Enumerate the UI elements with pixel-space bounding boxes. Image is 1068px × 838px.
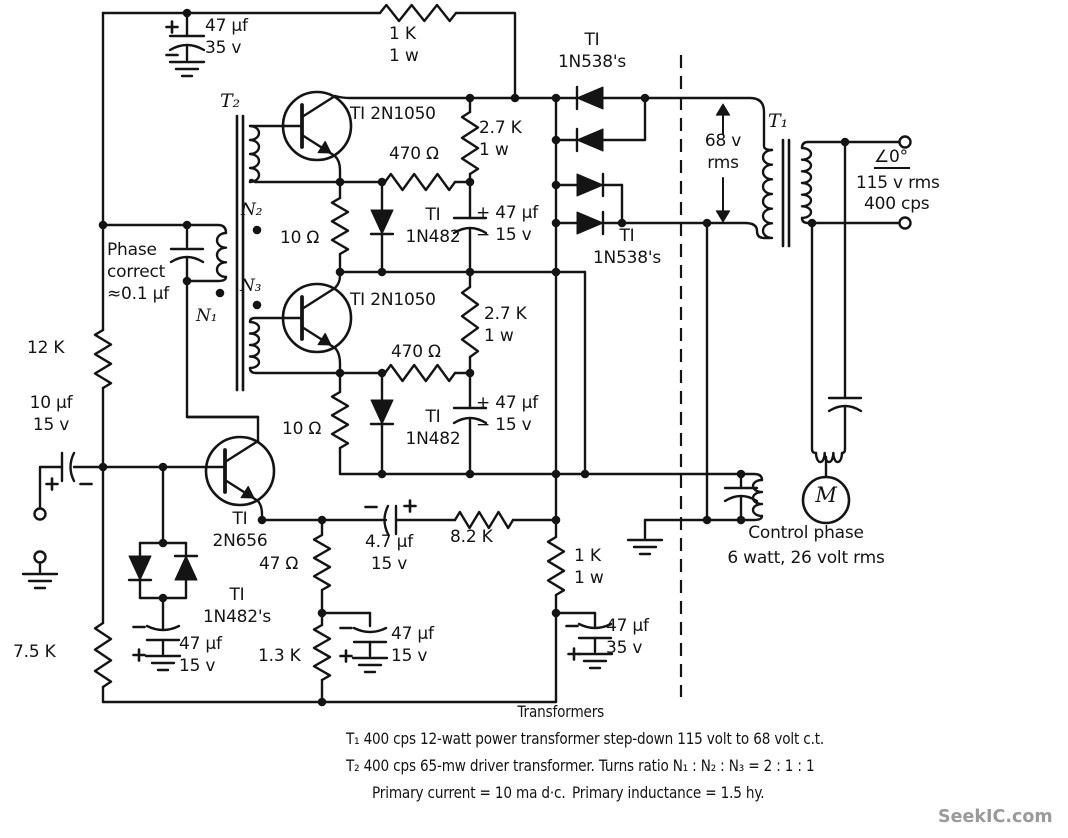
filter-cap-label: 47 μf 35 v: [205, 16, 248, 58]
input-coupling-cap-label: 10 μf 15 v: [29, 393, 73, 435]
q3-transistor-label: TI 2N656: [212, 509, 268, 551]
note-primary-inductance: Primary inductance = 1.5 hy.: [572, 783, 765, 802]
decouple-cap-label: 47 μf 35 v: [606, 616, 649, 658]
motor-symbol-label: M: [815, 483, 837, 507]
decouple-res-label: 1 K 1 w: [574, 546, 604, 588]
emitter-res-lower-label: 10 Ω: [282, 419, 322, 439]
diode-lower-label: TI 1N482: [405, 407, 461, 449]
emitter-res-upper-label: 10 Ω: [280, 228, 320, 248]
clamp-cap-label: 47 μf 15 v: [179, 634, 222, 676]
collector-res-lower-label: 2.7 K 1 w: [484, 304, 527, 346]
angle-value: ∠0°: [874, 147, 910, 169]
note-t2: T₂ 400 cps 65-mw driver transformer. Tur…: [346, 756, 815, 775]
base-res-lower-label: 470 Ω: [391, 342, 441, 362]
bias-upper-resistor-label: 12 K: [27, 338, 65, 358]
line-frequency-label: 400 cps: [864, 194, 930, 214]
watermark: SeekIC.com: [938, 807, 1053, 827]
control-phase-label-1: Control phase: [748, 523, 864, 543]
clamp-diodes-label: TI 1N482's: [202, 585, 272, 627]
note-primary-current: Primary current = 10 ma d·c.: [372, 783, 566, 802]
q2-transistor-label: TI 2N1050: [350, 290, 436, 310]
bypass-cap-lower-label: + 47 μf − 15 v: [476, 393, 539, 435]
bias-lower-resistor-label: 7.5 K: [13, 642, 56, 662]
bypass-cap-upper-label: + 47 μf − 15 v: [476, 203, 539, 245]
primary-voltage-label: 68 v rms: [704, 131, 742, 173]
n3-winding-label: N₃: [240, 276, 262, 296]
t2-transformer-label: T₂: [220, 90, 240, 112]
control-phase-label-2: 6 watt, 26 volt rms: [727, 548, 885, 568]
t1-transformer-label: T₁: [768, 110, 788, 132]
notes-title: Transformers: [517, 702, 605, 721]
base-res-upper-label: 470 Ω: [389, 144, 439, 164]
line-voltage-label: 115 v rms: [856, 173, 940, 193]
emitter-res-q3-label: 47 Ω: [259, 554, 299, 574]
phase-angle-label: ∠0°: [874, 147, 910, 169]
rect-diodes-top-label: TI 1N538's: [557, 30, 627, 72]
divider-cap-label: 47 μf 15 v: [391, 624, 434, 666]
feedback-res-label: 8.2 K: [450, 527, 493, 547]
divider-res-label: 1.3 K: [258, 646, 301, 666]
note-t1: T₁ 400 cps 12-watt power transformer ste…: [346, 729, 825, 748]
feedback-cap-label: 4.7 μf 15 v: [364, 532, 414, 574]
phase-correct-label: Phase correct ≈0.1 μf: [107, 240, 170, 304]
n1-winding-label: N₁: [196, 306, 218, 326]
feed-resistor-label: 1 K 1 w: [389, 24, 419, 66]
n2-winding-label: N₂: [241, 200, 263, 220]
q1-transistor-label: TI 2N1050: [350, 104, 436, 124]
collector-res-upper-label: 2.7 K 1 w: [479, 118, 522, 160]
rect-diodes-bottom-label: TI 1N538's: [592, 226, 662, 268]
diode-upper-label: TI 1N482: [405, 205, 461, 247]
